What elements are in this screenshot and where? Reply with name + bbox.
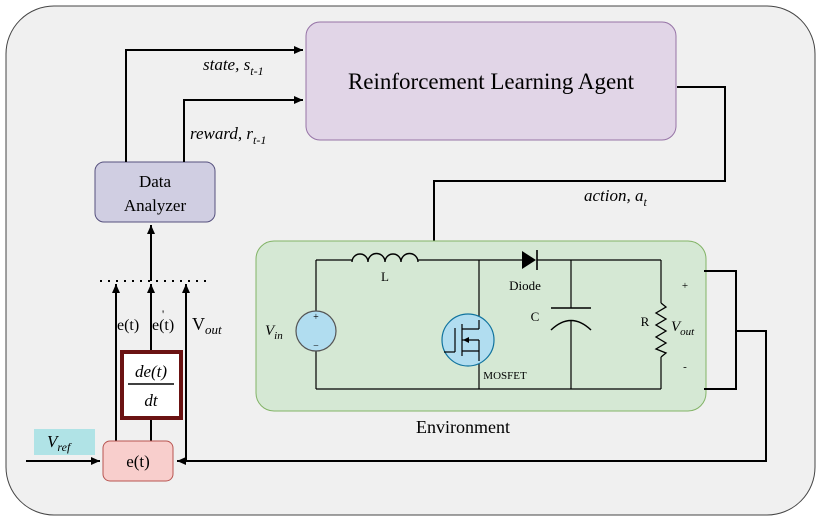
environment-label: Environment [416,417,510,437]
resistor-label: R [641,314,650,329]
data-analyzer-line2: Analyzer [124,196,187,215]
inductor-symbol [351,252,419,263]
source-plus-sign: + [313,312,319,323]
edot-signal-label: e(t) [152,317,174,334]
action-arrow [430,86,726,342]
data-analyzer-line1: Data [139,172,172,191]
circuit-vout-label: Vout [671,319,695,338]
action-label: action, at [584,186,648,209]
vref-box [34,429,95,455]
derivative-numerator: de(t) [135,362,167,381]
resistor-symbol [654,302,668,358]
mosfet-symbol [441,313,495,367]
state-arrow [125,46,303,162]
inductor-label: L [381,269,389,284]
output-plus-sign: + [682,280,688,292]
diode-symbol [522,250,538,270]
vin-label: Vin [265,323,283,342]
rl-agent-block: Reinforcement Learning Agent [305,21,677,141]
edot-prime-mark: ' [162,307,164,321]
output-minus-sign: - [683,361,687,373]
vout-feedback-arrow [177,330,767,465]
error-block-label: e(t) [126,452,150,471]
vref-label: Vref [47,432,72,454]
source-minus-sign: − [313,341,319,352]
error-block: e(t) [102,440,174,482]
data-analyzer-block: Data Analyzer [94,161,216,223]
vout-signal-label: Vout [192,314,222,337]
reward-arrow [183,96,303,162]
converter-circuit [315,259,662,390]
capacitor-label: C [531,309,540,324]
e-signal-label: e(t) [117,317,139,334]
derivative-block: de(t) dt [120,350,183,420]
reward-label: reward, rt-1 [190,124,266,147]
state-label: state, st-1 [203,55,264,78]
rl-agent-label: Reinforcement Learning Agent [348,69,635,94]
capacitor-symbol [550,307,592,331]
mosfet-label: MOSFET [483,370,527,382]
diode-label: Diode [509,278,541,293]
voltage-source-symbol: + − [295,310,337,352]
derivative-denominator: dt [144,391,159,410]
